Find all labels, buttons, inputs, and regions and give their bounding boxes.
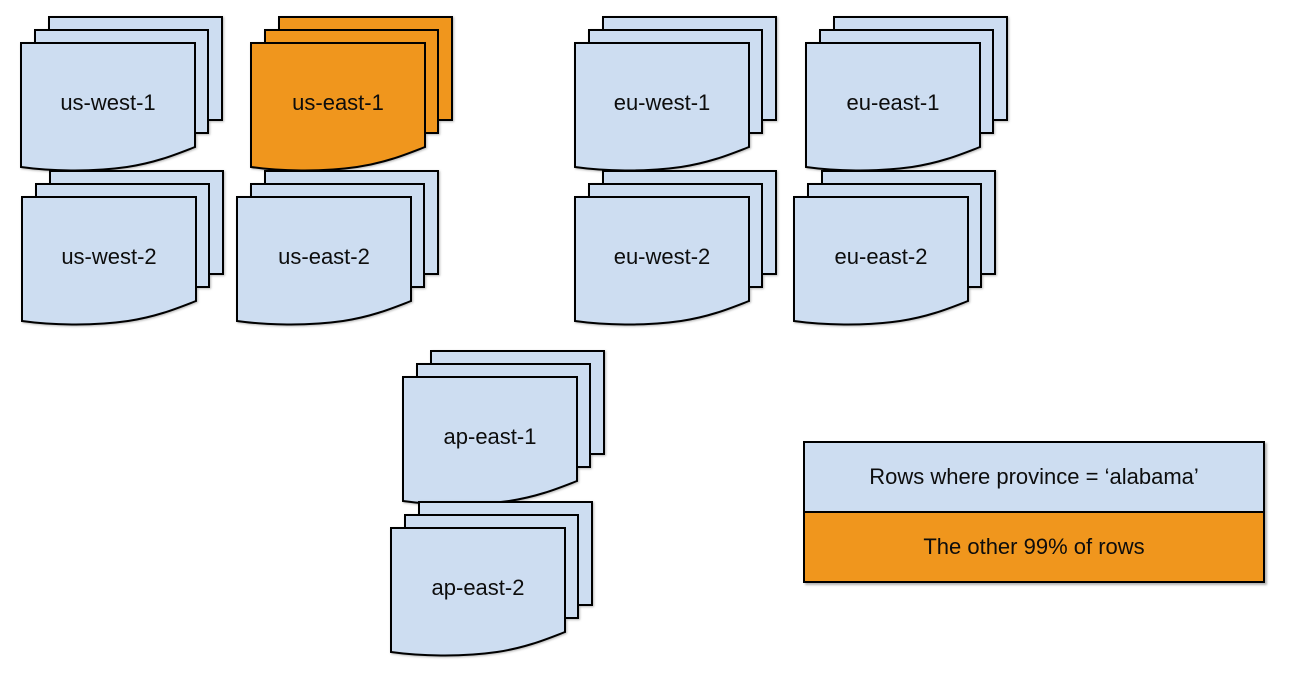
- region-label-ap-east-1: ap-east-1: [443, 424, 537, 449]
- region-stack-eu-west-2: eu-west-2: [574, 170, 778, 330]
- document-stack-shape: [805, 16, 1008, 172]
- legend-item-alabama-rows-label: Rows where province = ‘alabama’: [869, 464, 1199, 489]
- legend-item-other-rows: The other 99% of rows: [805, 511, 1263, 581]
- front-page: [805, 42, 981, 172]
- legend: Rows where province = ‘alabama’ The othe…: [803, 441, 1265, 583]
- document-stack-shape: [250, 16, 453, 172]
- document-stack-shape: [574, 16, 777, 172]
- region-stack-eu-west-1: eu-west-1: [574, 16, 778, 176]
- front-page: [574, 196, 750, 326]
- document-stack-shape: [402, 350, 605, 506]
- region-label-us-west-2: us-west-2: [61, 244, 157, 269]
- region-label-us-west-1: us-west-1: [60, 90, 156, 115]
- region-stack-us-east-2: us-east-2: [236, 170, 440, 330]
- legend-item-alabama-rows: Rows where province = ‘alabama’: [805, 443, 1263, 511]
- region-stack-us-west-1: us-west-1: [20, 16, 224, 176]
- region-label-us-east-2: us-east-2: [278, 244, 370, 269]
- document-stack-shape: [20, 16, 223, 172]
- front-page: [20, 42, 196, 172]
- document-stack-shape: [21, 170, 224, 326]
- front-page: [250, 42, 426, 172]
- region-label-us-east-1: us-east-1: [292, 90, 384, 115]
- front-page: [574, 42, 750, 172]
- region-stack-ap-east-1: ap-east-1: [402, 350, 606, 510]
- region-label-eu-east-2: eu-east-2: [834, 244, 928, 269]
- front-page: [21, 196, 197, 326]
- document-stack-shape: [236, 170, 439, 326]
- front-page: [236, 196, 412, 326]
- region-stack-eu-east-2: eu-east-2: [793, 170, 997, 330]
- region-stack-eu-east-1: eu-east-1: [805, 16, 1009, 176]
- region-label-eu-west-1: eu-west-1: [613, 90, 711, 115]
- legend-item-other-rows-label: The other 99% of rows: [923, 534, 1145, 559]
- region-stack-ap-east-2: ap-east-2: [390, 501, 594, 661]
- region-label-eu-west-2: eu-west-2: [613, 244, 711, 269]
- document-stack-shape: [793, 170, 996, 326]
- region-stack-us-west-2: us-west-2: [21, 170, 225, 330]
- region-stack-us-east-1: us-east-1: [250, 16, 454, 176]
- front-page: [793, 196, 969, 326]
- region-label-ap-east-2: ap-east-2: [431, 575, 525, 600]
- front-page: [390, 527, 566, 657]
- region-label-eu-east-1: eu-east-1: [846, 90, 940, 115]
- document-stack-shape: [390, 501, 593, 657]
- document-stack-shape: [574, 170, 777, 326]
